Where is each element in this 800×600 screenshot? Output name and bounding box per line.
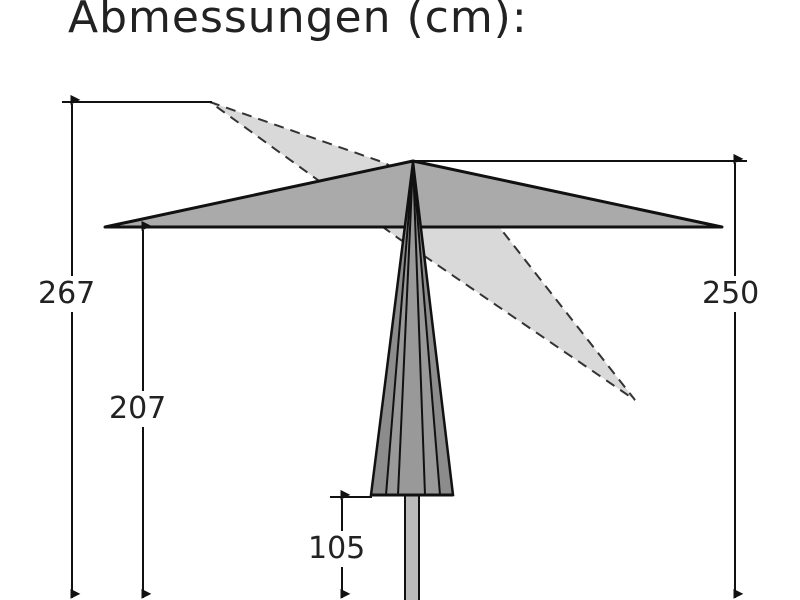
label-open-height: 250 [702, 276, 760, 312]
label-pole-base: 105 [308, 531, 366, 567]
diagram-title: Abmessungen (cm): [68, 0, 528, 43]
closed-bundle [369, 161, 455, 497]
label-canopy-clearance: 207 [109, 391, 167, 427]
dimension-267 [62, 94, 212, 599]
label-total-height: 267 [38, 276, 96, 312]
dimension-250 [415, 153, 747, 599]
pole [404, 494, 420, 600]
